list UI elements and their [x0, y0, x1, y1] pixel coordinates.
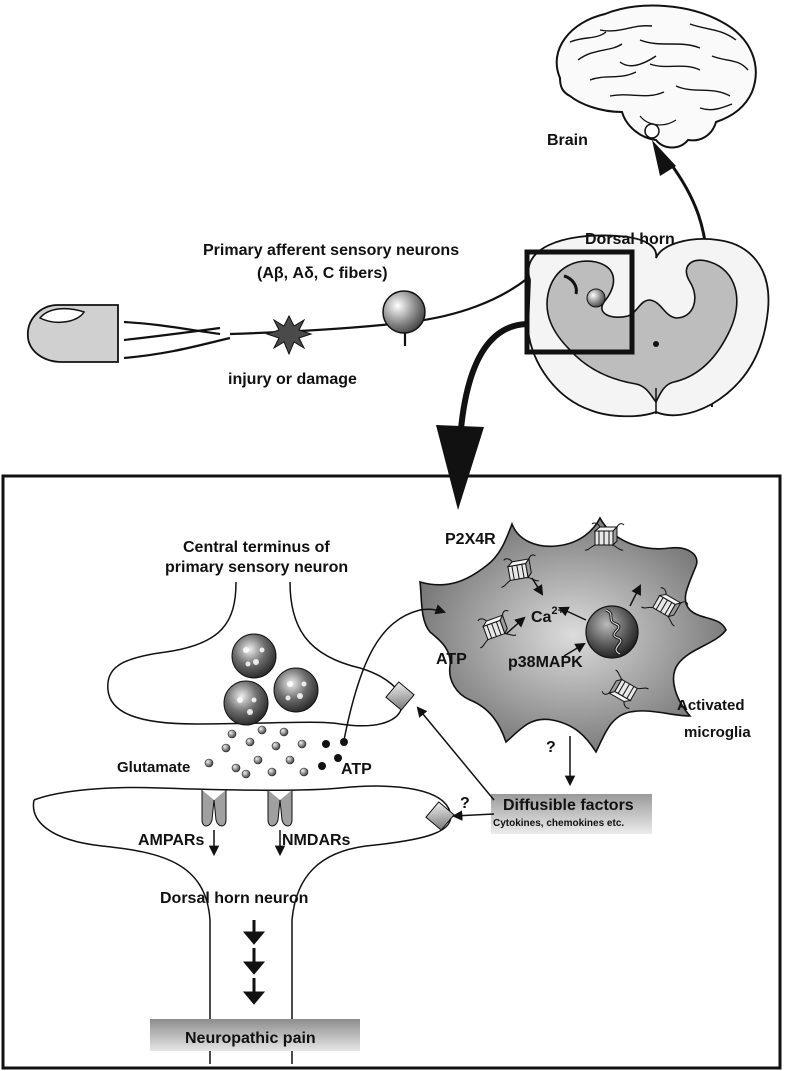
calcium-label: Ca2+ — [531, 605, 564, 626]
brain-illustration — [555, 4, 757, 149]
dorsal-root-ganglion — [382, 290, 426, 334]
spinal-cord-section — [527, 234, 770, 418]
activated-microglia-label-2: microglia — [684, 724, 751, 741]
factor-to-postsynaptic-arrow — [451, 810, 495, 821]
atp-microglia-label: ATP — [436, 651, 467, 668]
glutamate-molecules — [204, 725, 309, 779]
question-mark-postsynaptic: ? — [460, 795, 470, 812]
central-terminus-label-1: Central terminus of — [183, 539, 330, 556]
brain-target-circle — [644, 123, 660, 139]
nmdar-receptor — [267, 790, 293, 857]
presynaptic-terminal — [107, 581, 403, 727]
ampar-receptor — [201, 790, 227, 857]
dorsal-horn-neuron-body — [586, 288, 606, 308]
diffusible-factors-sublabel: Cytokines, chemokines etc. — [493, 818, 624, 829]
postsynaptic-neuron — [33, 785, 452, 1064]
activated-microglia-label-1: Activated — [677, 697, 745, 714]
factor-to-presynaptic-arrow — [416, 706, 495, 801]
afferent-title: Primary afferent sensory neurons — [203, 242, 459, 259]
dorsal-horn-neuron-label: Dorsal horn neuron — [160, 890, 308, 907]
nmdars-label: NMDARs — [282, 832, 351, 849]
activated-microglia — [419, 516, 727, 754]
neuropathic-pain-box — [150, 1019, 360, 1051]
question-mark-microglia: ? — [546, 739, 556, 756]
p38mapk-label: p38MAPK — [508, 654, 583, 671]
atp-release-arrow — [343, 604, 446, 741]
diffusible-factors-label: Diffusible factors — [503, 797, 634, 814]
glutamate-label: Glutamate — [117, 759, 190, 776]
injury-label: injury or damage — [228, 371, 357, 388]
afferent-fibers-label: (Aβ, Aδ, C fibers) — [257, 265, 388, 282]
signal-cascade-arrows — [242, 920, 266, 1005]
dorsal-horn-highlight-box — [524, 249, 635, 355]
detail-panel — [1, 474, 782, 1070]
microglia-nucleus — [585, 605, 639, 659]
diffusible-factors-box — [491, 794, 652, 834]
zoom-arrow — [436, 321, 527, 510]
injury-star-icon — [265, 314, 313, 356]
atp-synapse-label: ATP — [341, 761, 372, 778]
finger-illustration — [27, 304, 119, 363]
dorsal-horn-label: Dorsal horn — [585, 231, 675, 248]
p2x4r-label: P2X4R — [445, 531, 496, 548]
ampars-label: AMPARs — [138, 832, 204, 849]
atp-molecules — [318, 738, 348, 770]
synaptic-vesicles — [223, 633, 319, 726]
brain-label: Brain — [547, 132, 588, 149]
central-terminus-label-2: primary sensory neuron — [165, 559, 348, 576]
presynaptic-factor-receptor — [385, 681, 415, 711]
neuropathic-pain-label: Neuropathic pain — [185, 1030, 316, 1047]
postsynaptic-factor-receptor — [425, 801, 455, 831]
